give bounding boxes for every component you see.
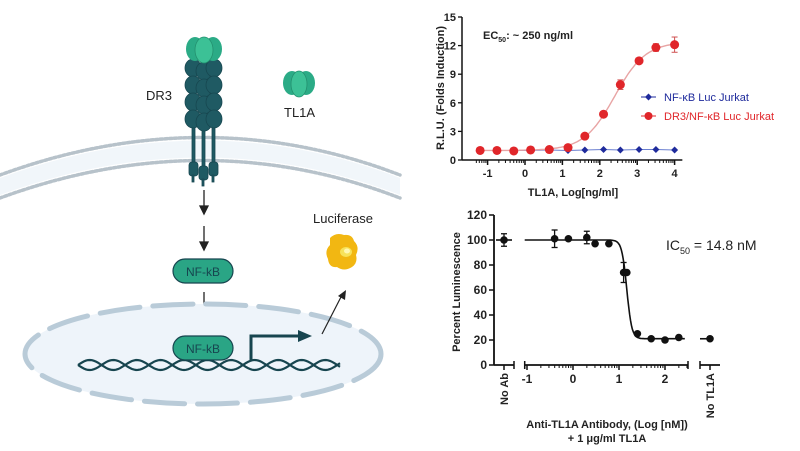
data-point-nfkb <box>671 146 679 154</box>
ec50-annotation: EC50: ~ 250 ng/ml <box>483 30 573 44</box>
tl1a-bound-icon <box>186 36 222 64</box>
y-tick-label: 0 <box>480 358 487 372</box>
data-point-dr3 <box>634 56 644 66</box>
diamond-marker-icon <box>645 93 652 101</box>
data-point <box>550 234 559 243</box>
data-point-dr3 <box>670 40 680 50</box>
data-point-nfkb <box>635 146 643 154</box>
data-point-nfkb <box>616 146 624 154</box>
data-point <box>623 268 631 277</box>
x-tick-label: 1 <box>559 168 565 180</box>
x-axis-label-line2: + 1 μg/ml TL1A <box>568 433 647 445</box>
pathway-diagram: DR3 TL1A NF-kB NF-kB Luciferase <box>0 36 402 407</box>
legend-label: NF-κB Luc Jurkat <box>664 92 749 104</box>
x-tick-label: 1 <box>616 372 623 386</box>
nfkb-nucleus <box>172 335 234 361</box>
dr3-label: DR3 <box>146 88 172 103</box>
circle-marker-icon <box>644 112 653 120</box>
x-tick-label: -1 <box>522 372 533 386</box>
y-tick-label: 40 <box>474 308 488 322</box>
x-tick-label: 2 <box>597 168 603 180</box>
y-tick-label: 12 <box>444 41 456 53</box>
data-point-dr3 <box>544 145 554 155</box>
legend-item-nfkb: NF-κB Luc Jurkat <box>641 92 749 104</box>
y-tick-label: 15 <box>444 12 456 24</box>
data-point-dr3 <box>563 143 573 153</box>
transcription-arrow-icon <box>249 330 312 360</box>
y-tick-label: 6 <box>450 98 456 110</box>
tl1a-label: TL1A <box>284 105 315 120</box>
data-point <box>633 329 642 338</box>
data-point-no-ab <box>500 236 508 244</box>
ic50-annotation: IC50 = 14.8 nM <box>666 237 757 256</box>
data-point <box>661 336 669 344</box>
tl1a-free-icon <box>283 70 315 98</box>
y-tick-label: 80 <box>474 258 488 272</box>
data-point-nfkb <box>600 146 608 154</box>
data-point <box>675 333 683 342</box>
fit-curve <box>524 239 685 340</box>
legend: NF-κB Luc Jurkat DR3/NF-κB Luc Jurkat <box>641 92 774 123</box>
legend-item-dr3: DR3/NF-κB Luc Jurkat <box>641 111 774 123</box>
y-tick-label: 3 <box>450 126 456 138</box>
nfkb-cytoplasm <box>172 258 234 284</box>
data-point-nfkb <box>652 146 660 154</box>
dr3-receptor <box>184 58 223 187</box>
legend-label: DR3/NF-κB Luc Jurkat <box>664 111 774 123</box>
data-point-no-tl1a <box>706 334 714 343</box>
y-axis-label: R.L.U. (Folds Induction) <box>435 26 447 150</box>
y-tick-label: 9 <box>450 69 456 81</box>
data-point <box>583 233 591 242</box>
y-tick-label: 20 <box>474 333 488 347</box>
x-axis-label: TL1A, Log[ng/ml] <box>528 187 619 199</box>
data-point-dr3 <box>599 109 609 119</box>
x-tick-label: 2 <box>662 372 669 386</box>
x-tick-label: 4 <box>672 168 679 180</box>
y-tick-label: 0 <box>450 155 456 167</box>
ic50-chart: 0 20 40 60 80 100 120 -1 0 1 2 No Ab No TL1A Percent… <box>451 208 757 445</box>
expression-arrow-icon <box>321 290 346 335</box>
y-tick-label: 60 <box>474 283 488 297</box>
y-tick-label: 120 <box>467 208 487 222</box>
luciferase-label: Luciferase <box>313 211 373 226</box>
x-tick-label: 3 <box>634 168 640 180</box>
data-point-dr3 <box>580 131 590 141</box>
y-tick-label: 100 <box>467 233 487 247</box>
data-point <box>591 239 599 248</box>
x-tick-label: -1 <box>483 168 493 180</box>
control-label-no-tl1a: No TL1A <box>705 373 717 418</box>
data-point-dr3 <box>615 80 625 90</box>
x-tick-label: 0 <box>522 168 528 180</box>
luciferase-icon <box>326 234 358 270</box>
data-point-dr3 <box>651 43 661 53</box>
data-point-dr3 <box>492 145 502 155</box>
x-axis-label-line1: Anti-TL1A Antibody, (Log [nM]) <box>526 419 688 431</box>
control-label-no-ab: No Ab <box>499 373 511 405</box>
data-point <box>605 239 613 248</box>
data-point-dr3 <box>475 145 485 155</box>
data-point <box>564 234 573 243</box>
data-point <box>647 334 655 343</box>
data-point-dr3 <box>509 146 519 156</box>
nfkb-nucleus-label: NF-kB <box>186 342 220 356</box>
y-axis-label: Percent Luminescence <box>451 232 463 352</box>
data-point-nfkb <box>581 146 589 154</box>
nfkb-cytoplasm-label: NF-kB <box>186 265 220 279</box>
data-point-dr3 <box>526 145 536 155</box>
x-tick-label: 0 <box>570 372 577 386</box>
